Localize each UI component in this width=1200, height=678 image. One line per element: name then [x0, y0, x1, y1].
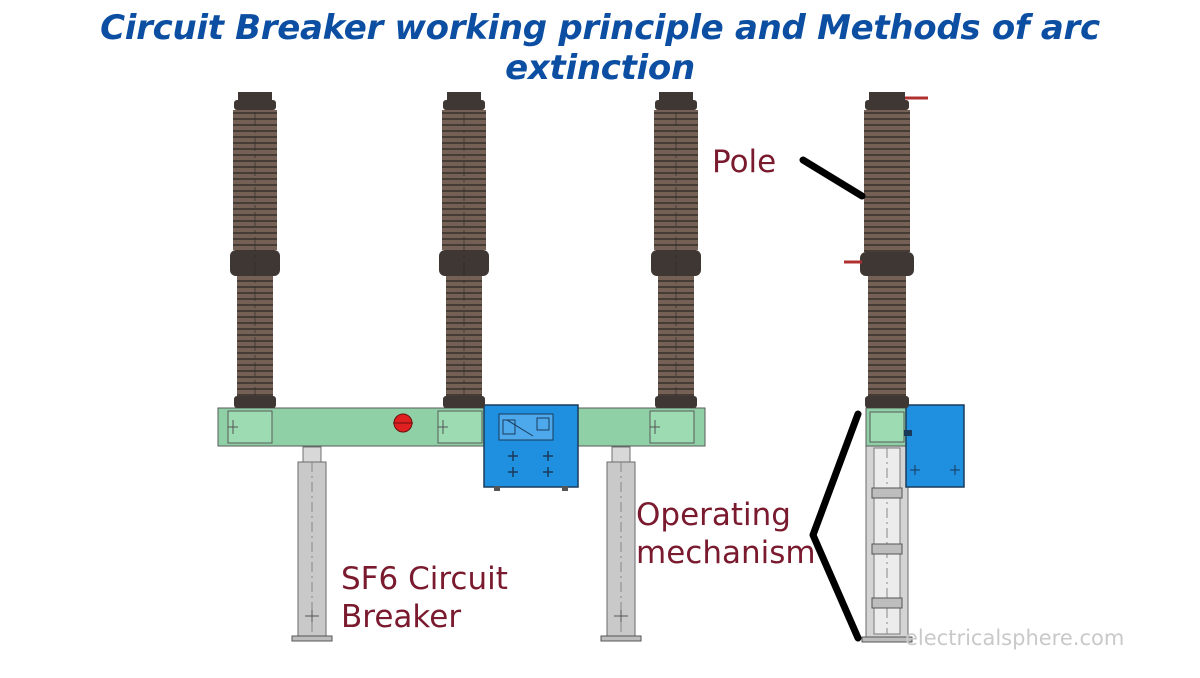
pole-label: Pole	[712, 143, 776, 181]
pole-insulator-2	[439, 92, 489, 408]
page-title: Circuit Breaker working principle and Me…	[100, 8, 1100, 88]
operating-mechanism-label-line1: Operating	[636, 497, 791, 533]
operating-cabinet-front	[483, 404, 579, 491]
operating-cabinet-side	[904, 404, 965, 488]
pole-leader-line	[799, 156, 866, 200]
sf6-breaker-label-line1: SF6 Circuit	[341, 561, 508, 597]
side-view-frame	[865, 407, 909, 447]
pole-insulator-1	[230, 92, 280, 408]
operating-mechanism-label: Operating mechanism	[636, 496, 816, 572]
pole-insulator-side	[844, 92, 928, 408]
pole-label-text: Pole	[712, 144, 777, 180]
pole-insulator-3	[651, 92, 701, 408]
operating-mechanism-label-line2: mechanism	[636, 535, 816, 571]
sf6-breaker-label-line2: Breaker	[341, 599, 462, 635]
watermark: electricalsphere.com	[905, 626, 1125, 650]
base-frame	[217, 407, 706, 447]
support-leg-right	[600, 446, 642, 642]
side-view-support	[861, 439, 913, 643]
sf6-breaker-label: SF6 Circuit Breaker	[341, 560, 508, 636]
operating-mechanism-bracket	[809, 410, 862, 642]
support-leg-left	[291, 446, 333, 642]
